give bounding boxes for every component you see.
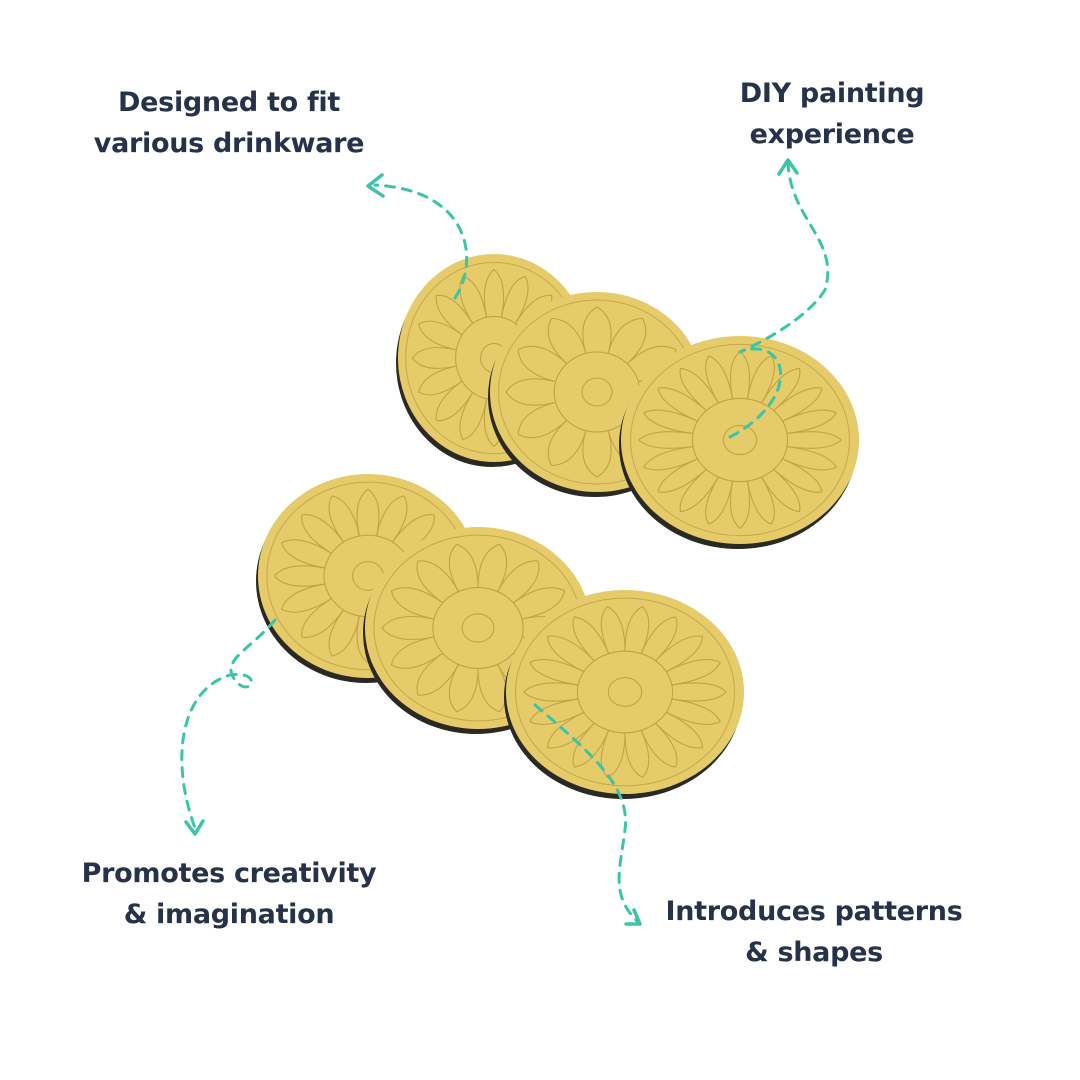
feature-line: Promotes creativity [81,858,377,889]
feature-label-patterns: Introduces patterns & shapes [614,891,1014,973]
feature-line: Designed to fit [118,87,340,118]
feature-line: experience [749,119,915,150]
feature-line: & shapes [745,937,883,968]
arrowhead-icon [184,819,205,836]
arrowhead-icon [366,173,385,198]
feature-label-creativity: Promotes creativity & imagination [29,853,429,935]
feature-label-diy: DIY painting experience [652,73,1012,155]
feature-label-drinkware: Designed to fit various drinkware [49,82,409,164]
arrow-path-patterns [533,703,640,924]
feature-line: & imagination [123,899,335,930]
arrowhead-icon [624,908,642,926]
feature-line: various drinkware [93,128,365,159]
feature-line: Introduces patterns [665,896,963,927]
arrowhead-icon [777,158,799,176]
coaster [619,336,859,549]
feature-line: DIY painting [739,78,925,109]
mandala-engraving [523,605,727,779]
arrow-path-diy [728,160,830,439]
mandala-engraving [638,350,842,530]
arrow-path-creativity [180,618,277,830]
arrow-path-drinkware [373,183,469,300]
coaster [504,590,744,799]
